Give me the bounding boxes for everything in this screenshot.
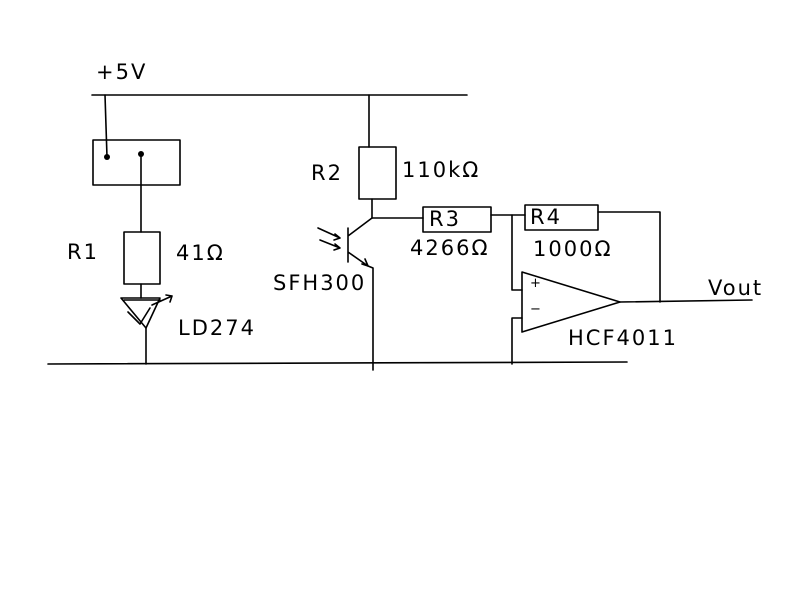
opamp-minus-label: − (530, 302, 541, 317)
opamp-to-ground-wire (511, 317, 523, 365)
switch-box (92, 139, 181, 186)
vout-label: Vout (708, 276, 764, 300)
opamp-plus-label: + (530, 276, 541, 291)
resistor-r3 (422, 206, 492, 233)
r3-name-label: R3 (429, 207, 461, 231)
r3-value-label: 4266Ω (410, 236, 490, 260)
led-emission-arrow (151, 294, 173, 306)
summing-node-wire (511, 214, 523, 291)
r4-value-label: 1000Ω (533, 237, 613, 261)
r2-name-label: R2 (311, 161, 343, 185)
r2-value-label: 110kΩ (402, 158, 481, 182)
led-ld274 (120, 297, 161, 329)
r4-name-label: R4 (530, 205, 562, 229)
left-branch-wire (104, 94, 108, 158)
supply-label: +5V (96, 60, 148, 84)
resistor-r2 (358, 146, 397, 200)
ground-rail (47, 361, 628, 365)
resistor-r1 (123, 231, 161, 285)
r1-value-label: 41Ω (176, 241, 225, 265)
opamp-label: HCF4011 (568, 326, 678, 350)
light-arrow (317, 227, 341, 251)
diode-label: LD274 (178, 316, 256, 340)
emitter-to-ground-wire (367, 265, 374, 371)
resistor-r4 (524, 204, 599, 231)
opamp-output-wire (619, 299, 753, 303)
phototransistor-sfh300 (347, 217, 373, 267)
phototransistor-label: SFH300 (273, 271, 367, 295)
r4-feedback-wire (597, 211, 661, 303)
switch-terminal (104, 154, 110, 160)
opamp-hcf4011 (521, 271, 621, 333)
r1-name-label: R1 (67, 240, 99, 264)
